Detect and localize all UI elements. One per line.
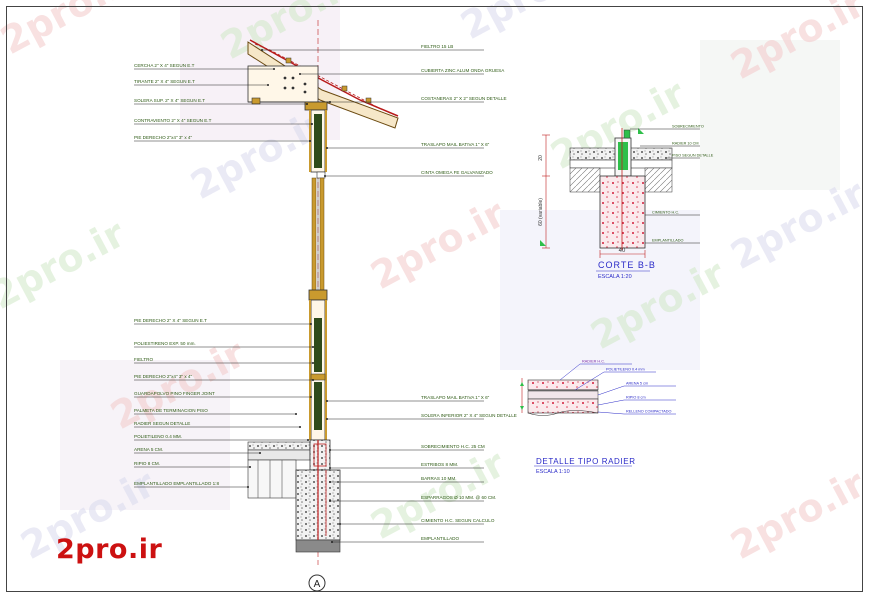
left-label-0: CERCHA 2" X 4" SEGUN E.T	[134, 63, 195, 68]
right-label-8: ESTRIBOS 8 MM.	[421, 462, 458, 467]
right-leader-dot-6	[326, 418, 328, 420]
left-leader-dot-12	[307, 439, 309, 441]
left-leader-dot-5	[310, 323, 312, 325]
left-label-11: RADIER SEGUN DETALLE	[134, 421, 190, 426]
right-leader-dot-10	[329, 500, 331, 502]
right-label-5: TRASLAPO MAIL BATIVA 1" X 6"	[421, 395, 490, 400]
corte-label-3: CIMIENTO H.C.	[652, 211, 679, 215]
radier-label-1: POLIETILENO 0.4 mm	[606, 368, 645, 372]
right-label-10: ESPARRAGOS Ø 10 MM. @ 60 CM.	[421, 495, 496, 500]
right-leader-dot-5	[326, 400, 328, 402]
left-label-2: SOLERA SUP. 2" X 4" SEGUN E.T	[134, 98, 205, 103]
left-leader-dot-4	[309, 140, 311, 142]
corte-label-1: RADIER 10 CM	[672, 142, 699, 146]
left-leader-dot-8	[312, 379, 314, 381]
radier-labels: RADIER H.C.POLIETILENO 0.4 mm ARENA 5 cm R…	[559, 360, 676, 415]
main-left-labels: CERCHA 2" X 4" SEGUN E.T TIRANTE 2" X 4" …	[134, 63, 314, 488]
corte-dim-left-top: 20	[538, 155, 544, 161]
corte-label-0: SOBRECIMIENTO	[672, 125, 704, 129]
left-leader-dot-3	[311, 123, 313, 125]
right-label-11: CIMIENTO H.C. SEGUN CALCULO	[421, 518, 495, 523]
left-label-4: PIE DERECHO 2"x4" 3" x 4"	[134, 135, 192, 140]
right-leader-dot-12	[331, 541, 333, 543]
section-marker-a: A	[314, 579, 321, 590]
radier-leader-2	[597, 385, 676, 396]
left-label-15: EMPLANTILLADO EMPLANTILLADO 1:8	[134, 481, 219, 486]
watermark-text: 2pro.ir	[0, 211, 132, 318]
right-leader-dot-9	[329, 481, 331, 483]
left-leader-dot-1	[267, 84, 269, 86]
watermark-text: 2pro.ir	[0, 0, 142, 63]
left-leader-dot-14	[249, 466, 251, 468]
corte-subtitle: ESCALA 1:20	[598, 274, 632, 280]
right-label-1: CUBIERTA ZINC ALUM ONDA GRUESA	[421, 68, 505, 73]
radier-subtitle: ESCALA 1:10	[536, 469, 570, 475]
corte-dim-left-mid: 60 (variable)	[538, 198, 544, 226]
left-label-13: ARENA 5 CM.	[134, 447, 163, 452]
watermark-text: 2pro.ir	[724, 0, 871, 88]
radier-detail	[520, 378, 599, 416]
right-label-6: SOLERA INFERIOR 2" X 4" SEGUN DETALLE	[421, 413, 517, 418]
left-label-8: PIE DERECHO 2"x4" 3" x 4"	[134, 374, 192, 379]
corte-bb-detail: 40 20 60 (variable)	[538, 128, 673, 258]
left-label-3: CONTRAVIENTO 2" X 4" SEGUN E.T	[134, 118, 212, 123]
right-leader-dot-0	[261, 49, 263, 51]
corte-dim-bottom: 40	[619, 248, 626, 254]
left-leader-dot-10	[295, 413, 297, 415]
watermark-text: 2pro.ir	[364, 191, 513, 298]
main-wall-section: A	[247, 20, 399, 592]
corte-labels: SOBRECIMIENTO RADIER 10 CM PISO SEGUN DETA…	[630, 125, 714, 244]
main-right-labels: FIELTRO 15 LB CUBIERTA ZINC ALUM ONDA GRU…	[261, 44, 517, 543]
radier-leader-4	[597, 411, 676, 415]
site-logo: 2pro.ir	[56, 534, 163, 565]
radier-leader-3	[597, 399, 676, 406]
right-label-12: EMPLANTILLADO	[421, 536, 459, 541]
left-label-6: POLIESTIRENO EXP. 50 mm.	[134, 341, 196, 346]
left-label-7: FIELTRO	[134, 357, 153, 362]
watermark-text: 2pro.ir	[724, 461, 871, 568]
right-leader-dot-7	[329, 449, 331, 451]
radier-label-0: RADIER H.C.	[582, 360, 605, 364]
right-leader-dot-4	[324, 175, 326, 177]
right-label-0: FIELTRO 15 LB	[421, 44, 453, 49]
watermark-text: 2pro.ir	[454, 0, 603, 48]
radier-leader-0	[559, 363, 632, 381]
left-leader-dot-11	[299, 426, 301, 428]
right-leader-dot-8	[329, 467, 331, 469]
left-label-5: PIE DERECHO 2" X 4" SEGUN E.T	[134, 318, 207, 323]
watermark-layer: 2pro.ir 2pro.ir 2pro.ir 2pro.ir 2pro.ir 2pro.…	[0, 0, 871, 568]
left-label-1: TIRANTE 2" X 4" SEGUN E.T	[134, 79, 195, 84]
right-leader-dot-1	[299, 73, 301, 75]
radier-title: DETALLE TIPO RADIER	[536, 457, 636, 466]
radier-label-3: RIPIO 8 cm	[626, 396, 646, 400]
right-label-9: BARRAS 10 MM.	[421, 476, 456, 481]
right-label-4: CINTA OMEGA FE GALVANIZADO	[421, 170, 493, 175]
left-leader-dot-9	[310, 396, 312, 398]
left-label-10: PALMETA DE TERMINACION PISO	[134, 408, 208, 413]
corte-label-2: PISO SEGUN DETALLE	[672, 154, 714, 158]
right-label-3: TRASLAPO MAIL BATIVA 1" X 6"	[421, 142, 490, 147]
left-label-9: GUARDAPOLVO PINO FINGER JOINT	[134, 391, 215, 396]
watermark-text: 2pro.ir	[724, 171, 871, 278]
left-leader-dot-6	[312, 346, 314, 348]
left-leader-dot-7	[312, 362, 314, 364]
left-leader-dot-13	[259, 452, 261, 454]
left-leader-dot-15	[247, 486, 249, 488]
corte-label-4: EMPLANTILLADO	[652, 239, 683, 243]
left-label-14: RIPIO 8 CM.	[134, 461, 160, 466]
left-label-12: POLIETILENO 0.4 MM.	[134, 434, 182, 439]
corte-title: CORTE B-B	[598, 260, 656, 270]
radier-leader-1	[574, 371, 656, 391]
right-leader-dot-11	[339, 523, 341, 525]
right-leader-dot-3	[326, 147, 328, 149]
right-leader-dot-2	[329, 101, 331, 103]
left-leader-dot-2	[306, 103, 308, 105]
right-label-2: COSTANERAS 2" X 2" SEGUN DETALLE	[421, 96, 507, 101]
radier-label-2: ARENA 5 cm	[626, 382, 648, 386]
radier-label-4: RELLENO COMPACTADO	[626, 410, 671, 414]
right-label-7: SOBRECIMIENTO H.C. 25 CM	[421, 444, 485, 449]
left-leader-dot-0	[273, 68, 275, 70]
